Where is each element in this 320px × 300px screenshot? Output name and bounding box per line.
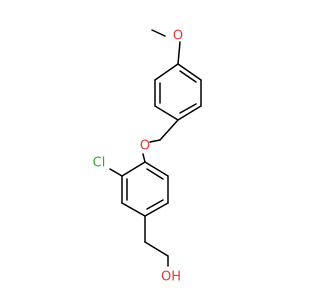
bond-ringB-chlorine [109,168,123,177]
bond-ether-oxygen-ringB [142,153,146,163]
ringB-bond-6 [121,161,146,177]
ringB-double-2 [146,199,164,210]
ringB-double-1 [146,168,164,180]
ether-oxygen-label: O [140,139,150,154]
methoxy-oxygen-label: O [173,29,183,44]
ringA-bond-3 [177,105,202,121]
ringA-bond-6 [154,63,179,81]
ringA-double-1 [179,70,197,83]
chlorine-label: Cl [93,156,106,171]
ringB-bond-3 [144,202,169,217]
bond-oxygen-ringA [177,41,181,65]
bonds [109,29,202,267]
ringB-bond-4 [121,202,146,217]
hydroxyl-label: OH [161,270,181,285]
bond-ringA-ch2 [159,119,179,141]
bond-ch2a-ch2b [144,241,169,257]
ringB-bond-1 [144,161,169,177]
ringA-bond-4 [154,105,179,121]
ringA-double-2 [179,103,197,114]
atom-labels: O O Cl OH [93,29,183,285]
bond-methyl-oxygen [151,29,166,37]
bond-ch2-ether-oxygen [149,139,161,143]
molecule-structure: O O Cl OH [93,29,202,285]
ringA-bond-1 [177,63,202,81]
